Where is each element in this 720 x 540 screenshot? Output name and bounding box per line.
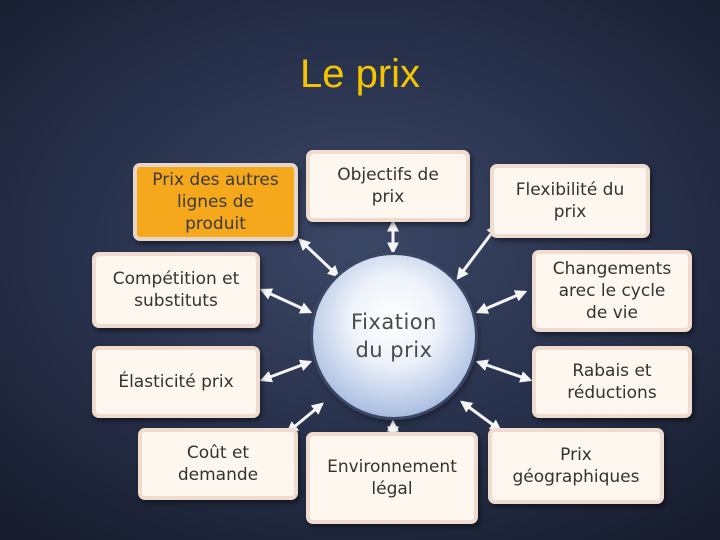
box-environnement-legal: Environnement légal xyxy=(306,432,478,524)
box-competition-substituts: Compétition et substituts xyxy=(92,252,260,328)
arrow-competition xyxy=(259,288,313,314)
box-prix-autres-lignes: Prix des autres lignes de produit xyxy=(133,163,298,241)
box-cout-demande: Coût et demande xyxy=(138,428,298,500)
arrow-elasticite xyxy=(259,359,313,383)
center-circle-fixation-prix: Fixation du prix xyxy=(313,255,475,417)
box-changements-cycle-vie: Changements arec le cycle de vie xyxy=(532,250,692,332)
box-elasticite-prix: Élasticité prix xyxy=(92,346,260,418)
arrow-geographiques xyxy=(460,400,502,432)
arrow-rabais xyxy=(475,359,533,383)
arrow-autres-lignes xyxy=(298,238,340,278)
box-prix-geographiques: Prix géographiques xyxy=(488,428,664,504)
box-flexibilite-prix: Flexibilité du prix xyxy=(490,164,650,238)
box-rabais-reductions: Rabais et réductions xyxy=(532,346,692,418)
arrow-cycle-vie xyxy=(475,290,528,314)
box-objectifs-prix: Objectifs de prix xyxy=(306,150,470,222)
arrow-cout-demande xyxy=(286,402,324,434)
slide-title: Le prix xyxy=(299,52,421,96)
